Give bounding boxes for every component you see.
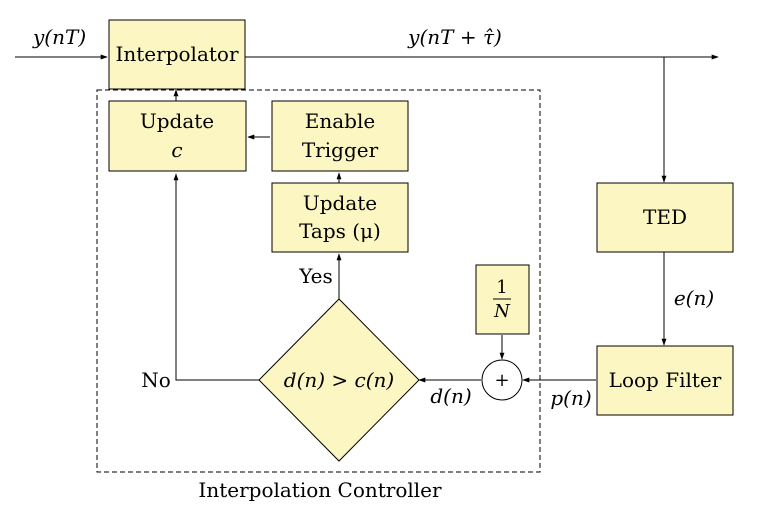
- d-signal-label: d(n): [430, 384, 471, 408]
- update-taps-label-line2: Taps (μ): [299, 219, 381, 243]
- enable-trigger-label-line2: Trigger: [302, 138, 379, 162]
- group-label: Interpolation Controller: [198, 478, 442, 502]
- error-signal-label: e(n): [674, 286, 714, 310]
- input-signal-label: y(nT): [32, 25, 86, 49]
- decision-label: d(n) > c(n): [284, 368, 394, 392]
- enable-trigger-label-line1: Enable: [305, 109, 375, 133]
- update-taps-block: [271, 182, 409, 253]
- update-c-label-line2: c: [171, 138, 182, 162]
- output-signal-label: y(nT + τ̂): [407, 25, 502, 49]
- loop-filter-block: [596, 345, 734, 416]
- interpolator-block: [108, 19, 246, 90]
- adder-plus: +: [494, 370, 509, 391]
- p-signal-label: p(n): [550, 386, 591, 410]
- update-taps-label-line1: Update: [303, 191, 377, 215]
- no-arrow: [173, 173, 259, 381]
- ted-label: TED: [643, 205, 687, 229]
- update-c-block: [108, 100, 247, 172]
- enable-trigger-block: [271, 100, 409, 172]
- one-over-n-numerator: 1: [496, 277, 507, 298]
- no-label: No: [141, 368, 171, 392]
- decision-diamond: [258, 298, 420, 462]
- adder-circle: [481, 359, 523, 401]
- ted-block: [596, 182, 734, 253]
- interpolator-label: Interpolator: [115, 42, 238, 66]
- one-over-n-denominator: N: [493, 301, 511, 322]
- update-c-label-line1: Update: [140, 109, 214, 133]
- loop-filter-label: Loop Filter: [609, 368, 722, 392]
- interpolation-controller-group: [96, 89, 541, 473]
- yes-label: Yes: [298, 264, 333, 288]
